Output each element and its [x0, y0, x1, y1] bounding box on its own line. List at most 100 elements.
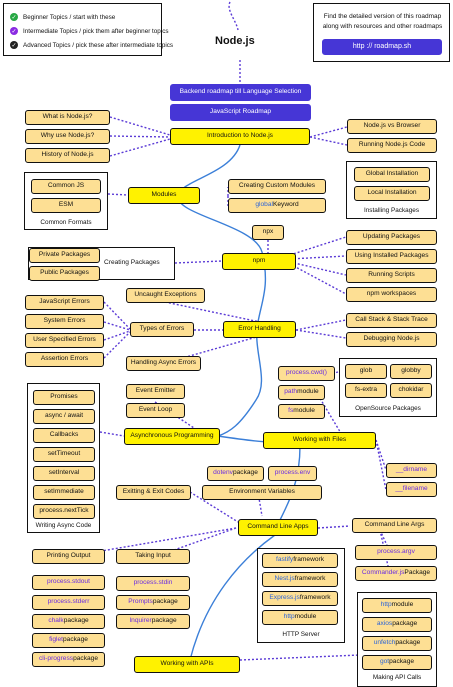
- topic-command-line-args[interactable]: Command Line Args: [352, 518, 437, 533]
- javascript-roadmap-link[interactable]: JavaScript Roadmap: [170, 104, 311, 121]
- topic-http-module-server[interactable]: http module: [262, 610, 338, 625]
- topic-prompts-package[interactable]: Prompts package: [116, 595, 190, 610]
- topic-commanderjs-package[interactable]: Commander.js Package: [355, 566, 437, 581]
- topic-working-with-apis[interactable]: Working with APIs: [134, 656, 240, 673]
- topic-process-nexttick[interactable]: process.nextTick: [33, 504, 95, 519]
- topic-filename[interactable]: __filename: [386, 482, 437, 497]
- topic-process-argv[interactable]: process.argv: [355, 545, 437, 560]
- topic-unfetch-package[interactable]: unfetch package: [362, 636, 432, 651]
- info-text-line1: Find the detailed version of this roadma…: [323, 13, 442, 20]
- topic-globby[interactable]: globby: [390, 364, 432, 379]
- topic-fastify-framework[interactable]: fastify framework: [262, 553, 338, 568]
- code-label: chalk: [48, 617, 64, 625]
- topic-asynchronous-programming[interactable]: Asynchronous Programming: [124, 428, 220, 445]
- topic-using-installed-packages[interactable]: Using Installed Packages: [346, 249, 437, 264]
- topic-global-keyword[interactable]: global Keyword: [228, 198, 326, 213]
- topic-http-module-api[interactable]: http module: [362, 598, 432, 613]
- topic-types-of-errors[interactable]: Types of Errors: [130, 322, 194, 337]
- topic-creating-custom-modules[interactable]: Creating Custom Modules: [228, 179, 326, 194]
- topic-inquirer-package[interactable]: Inquirer package: [116, 614, 190, 629]
- group-caption: Installing Packages: [363, 207, 420, 214]
- topic-dotenv-package[interactable]: dotenv package: [207, 466, 264, 481]
- code-label: __filename: [395, 485, 428, 493]
- topic-process-stdout[interactable]: process.stdout: [32, 575, 105, 590]
- topic-working-with-files[interactable]: Working with Files: [263, 432, 376, 449]
- topic-environment-variables[interactable]: Environment Variables: [202, 485, 322, 500]
- topic-callbacks[interactable]: Callbacks: [33, 428, 95, 443]
- topic-npm[interactable]: npm: [222, 253, 296, 270]
- topic-glob[interactable]: glob: [345, 364, 387, 379]
- topic-process-stderr[interactable]: process.stderr: [32, 595, 105, 610]
- topic-public-packages[interactable]: Public Packages: [29, 266, 100, 281]
- code-label: figlet: [49, 636, 63, 644]
- topic-command-line-apps[interactable]: Command Line Apps: [238, 519, 318, 536]
- topic-call-stack[interactable]: Call Stack & Stack Trace: [346, 313, 437, 328]
- topic-setimmediate[interactable]: setImmediate: [33, 485, 95, 500]
- topic-chokidar[interactable]: chokidar: [390, 383, 432, 398]
- topic-npm-workspaces[interactable]: npm workspaces: [346, 287, 437, 302]
- topic-what-is-nodejs[interactable]: What is Node.js?: [25, 110, 110, 125]
- topic-user-specified-errors[interactable]: User Specified Errors: [25, 333, 104, 348]
- topic-running-nodejs-code[interactable]: Running Node.js Code: [347, 138, 437, 153]
- check-icon: ✓: [10, 27, 18, 35]
- topic-axios-package[interactable]: axios package: [362, 617, 432, 632]
- topic-dirname[interactable]: __dirname: [386, 463, 437, 478]
- code-label: process.stdout: [47, 578, 90, 586]
- topic-chalk-package[interactable]: chalk package: [32, 614, 105, 629]
- topic-figlet-package[interactable]: figlet package: [32, 633, 105, 648]
- topic-assertion-errors[interactable]: Assertion Errors: [25, 352, 104, 367]
- topic-event-emitter[interactable]: Event Emitter: [126, 384, 185, 399]
- topic-fs-extra[interactable]: fs-extra: [345, 383, 387, 398]
- topic-modules[interactable]: Modules: [128, 187, 200, 204]
- topic-javascript-errors[interactable]: JavaScript Errors: [25, 295, 104, 310]
- topic-handling-async-errors[interactable]: Handling Async Errors: [126, 356, 201, 371]
- topic-event-loop[interactable]: Event Loop: [126, 403, 185, 418]
- topic-nodejs-vs-browser[interactable]: Node.js vs Browser: [347, 119, 437, 134]
- topic-history-of-nodejs[interactable]: History of Node.js: [25, 148, 110, 163]
- topic-global-installation[interactable]: Global Installation: [354, 167, 430, 182]
- topic-uncaught-exceptions[interactable]: Uncaught Exceptions: [126, 288, 205, 303]
- label-suffix: package: [151, 617, 177, 625]
- topic-taking-input[interactable]: Taking Input: [116, 549, 190, 564]
- info-box: Find the detailed version of this roadma…: [313, 3, 450, 62]
- topic-got-package[interactable]: got package: [362, 655, 432, 670]
- legend-item-advanced: ✓ Advanced Topics / pick these after int…: [10, 41, 173, 49]
- topic-local-installation[interactable]: Local Installation: [354, 186, 430, 201]
- legend-label: Advanced Topics / pick these after inter…: [23, 41, 174, 49]
- label-suffix: package: [392, 620, 418, 628]
- code-label: process.stdin: [133, 579, 173, 587]
- topic-path-module[interactable]: path module: [278, 385, 325, 400]
- topic-printing-output[interactable]: Printing Output: [32, 549, 105, 564]
- topic-async-await[interactable]: async / await: [33, 409, 95, 424]
- topic-expressjs-framework[interactable]: Express.js framework: [262, 591, 338, 606]
- topic-esm[interactable]: ESM: [31, 198, 101, 213]
- topic-common-js[interactable]: Common JS: [31, 179, 101, 194]
- topic-exiting-exit-codes[interactable]: Exitting & Exit Codes: [116, 485, 191, 500]
- topic-fs-module[interactable]: fs module: [278, 404, 325, 419]
- topic-updating-packages[interactable]: Updating Packages: [346, 230, 437, 245]
- topic-private-packages[interactable]: Private Packages: [29, 248, 100, 263]
- topic-setinterval[interactable]: setInterval: [33, 466, 95, 481]
- backend-roadmap-link[interactable]: Backend roadmap till Language Selection: [170, 84, 311, 101]
- topic-process-stdin[interactable]: process.stdin: [116, 576, 190, 591]
- topic-why-use-nodejs[interactable]: Why use Node.js?: [25, 129, 110, 144]
- topic-npx[interactable]: npx: [252, 225, 284, 240]
- label-suffix: package: [389, 658, 415, 666]
- topic-promises[interactable]: Promises: [33, 390, 95, 405]
- topic-process-cwd[interactable]: process.cwd(): [278, 366, 335, 381]
- roadmap-link-button[interactable]: http :// roadmap.sh: [322, 39, 442, 55]
- code-label: fastify: [275, 556, 294, 564]
- topic-debugging-nodejs[interactable]: Debugging Node.js: [346, 332, 437, 347]
- label-suffix: Keyword: [272, 201, 299, 209]
- topic-running-scripts[interactable]: Running Scripts: [346, 268, 437, 283]
- topic-settimeout[interactable]: setTimeout: [33, 447, 95, 462]
- topic-error-handling[interactable]: Error Handling: [223, 321, 296, 338]
- topic-system-errors[interactable]: System Errors: [25, 314, 104, 329]
- topic-process-env[interactable]: process.env: [268, 466, 317, 481]
- topic-cli-progress-package[interactable]: cli-progress package: [32, 652, 105, 667]
- label-suffix: package: [63, 636, 88, 644]
- topic-nestjs-framework[interactable]: Nest.js framework: [262, 572, 338, 587]
- code-label: path: [284, 388, 298, 396]
- label-suffix: package: [152, 598, 178, 606]
- topic-introduction[interactable]: Introduction to Node.js: [170, 128, 310, 145]
